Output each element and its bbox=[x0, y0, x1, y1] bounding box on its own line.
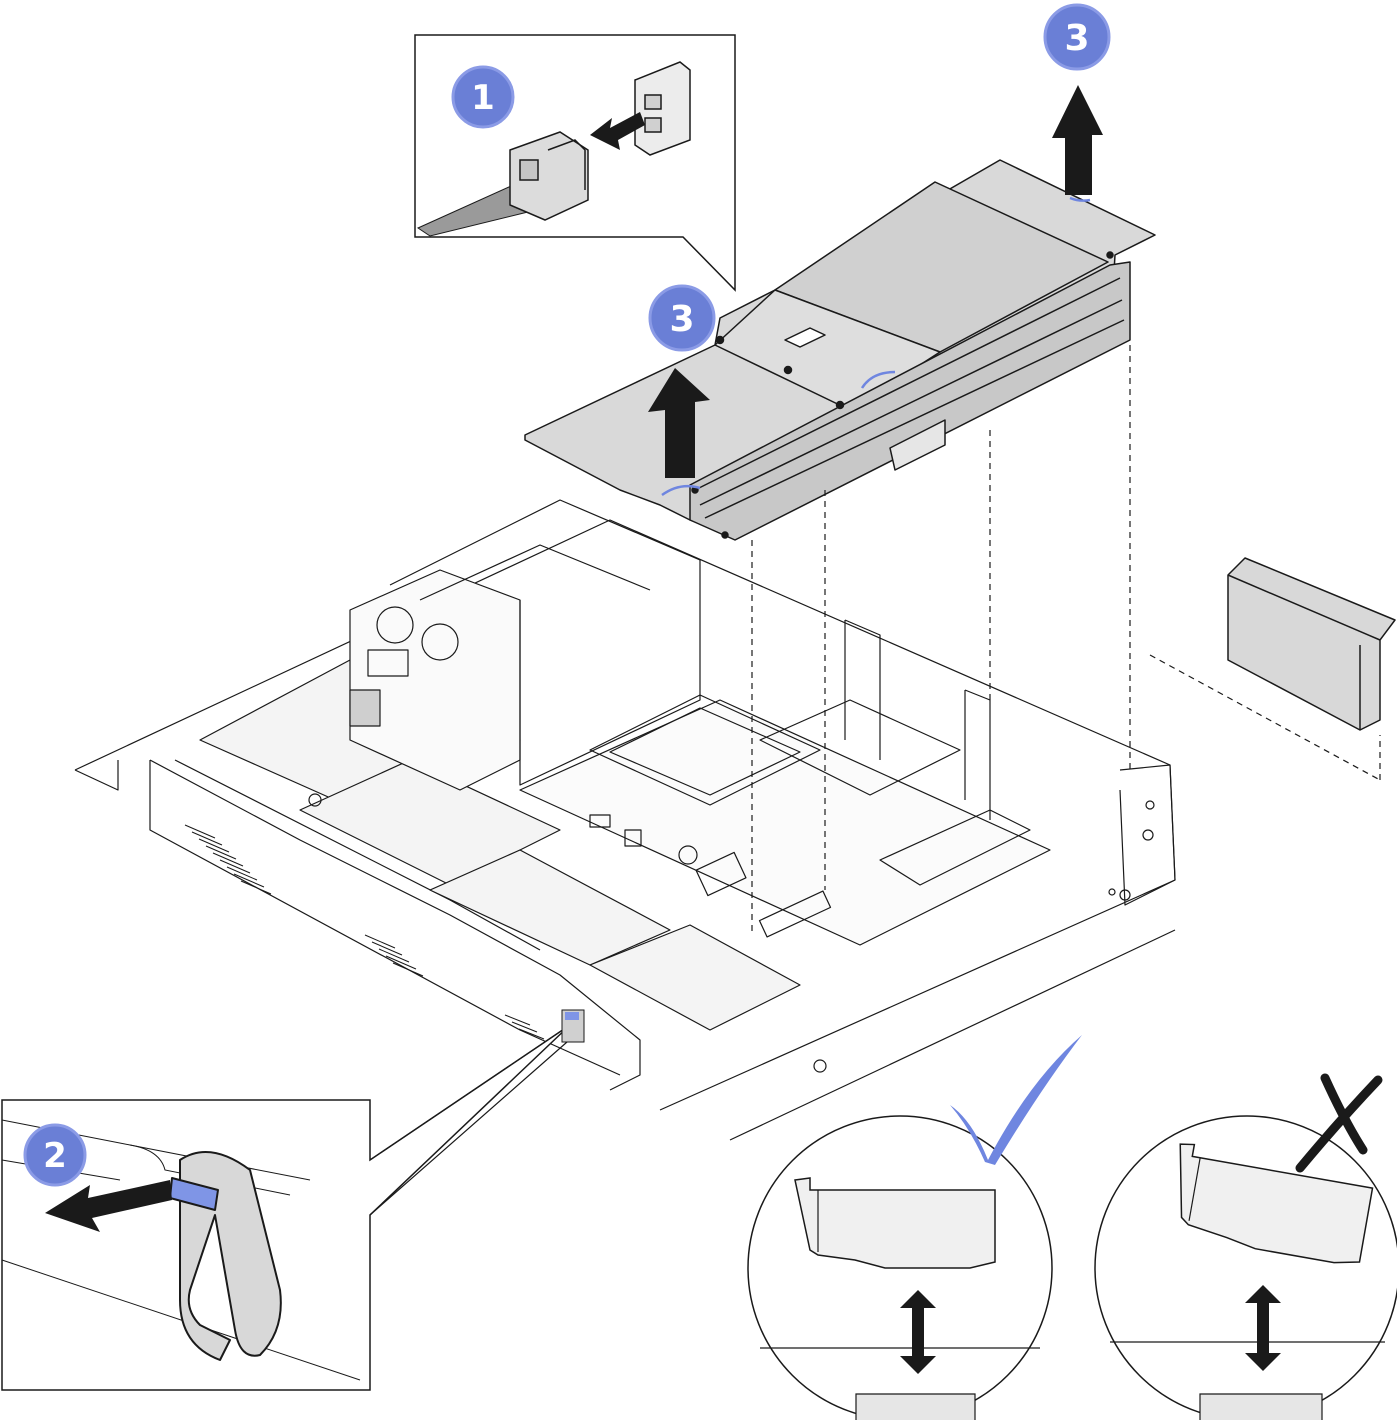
step-number: 1 bbox=[471, 78, 495, 118]
step-badge-3-front: 3 bbox=[648, 284, 716, 352]
step-number: 3 bbox=[669, 299, 694, 340]
cross-icon bbox=[1295, 1073, 1383, 1173]
server-chassis bbox=[74, 499, 1176, 1141]
step-badge-3-rear: 3 bbox=[1043, 3, 1111, 71]
alignment-guides bbox=[751, 345, 1381, 935]
correct-alignment-view bbox=[747, 1115, 1053, 1420]
front-vent-grille bbox=[184, 824, 545, 1040]
arrow-left-icon bbox=[590, 112, 645, 150]
incorrect-alignment-view bbox=[1094, 1115, 1397, 1420]
step-badge-2: 2 bbox=[23, 1123, 87, 1187]
arrow-up-icon bbox=[648, 368, 710, 478]
callout-2 bbox=[1, 1009, 585, 1391]
check-icon bbox=[950, 1035, 1082, 1165]
arrow-left-icon bbox=[45, 1180, 172, 1232]
step-number: 3 bbox=[1064, 18, 1089, 59]
double-arrow-icon bbox=[900, 1290, 936, 1374]
step-number: 2 bbox=[43, 1136, 67, 1176]
step-badge-1: 1 bbox=[451, 65, 515, 129]
double-arrow-icon bbox=[1245, 1285, 1281, 1371]
arrow-up-icon bbox=[1052, 85, 1103, 195]
riser-filler bbox=[1227, 557, 1396, 731]
